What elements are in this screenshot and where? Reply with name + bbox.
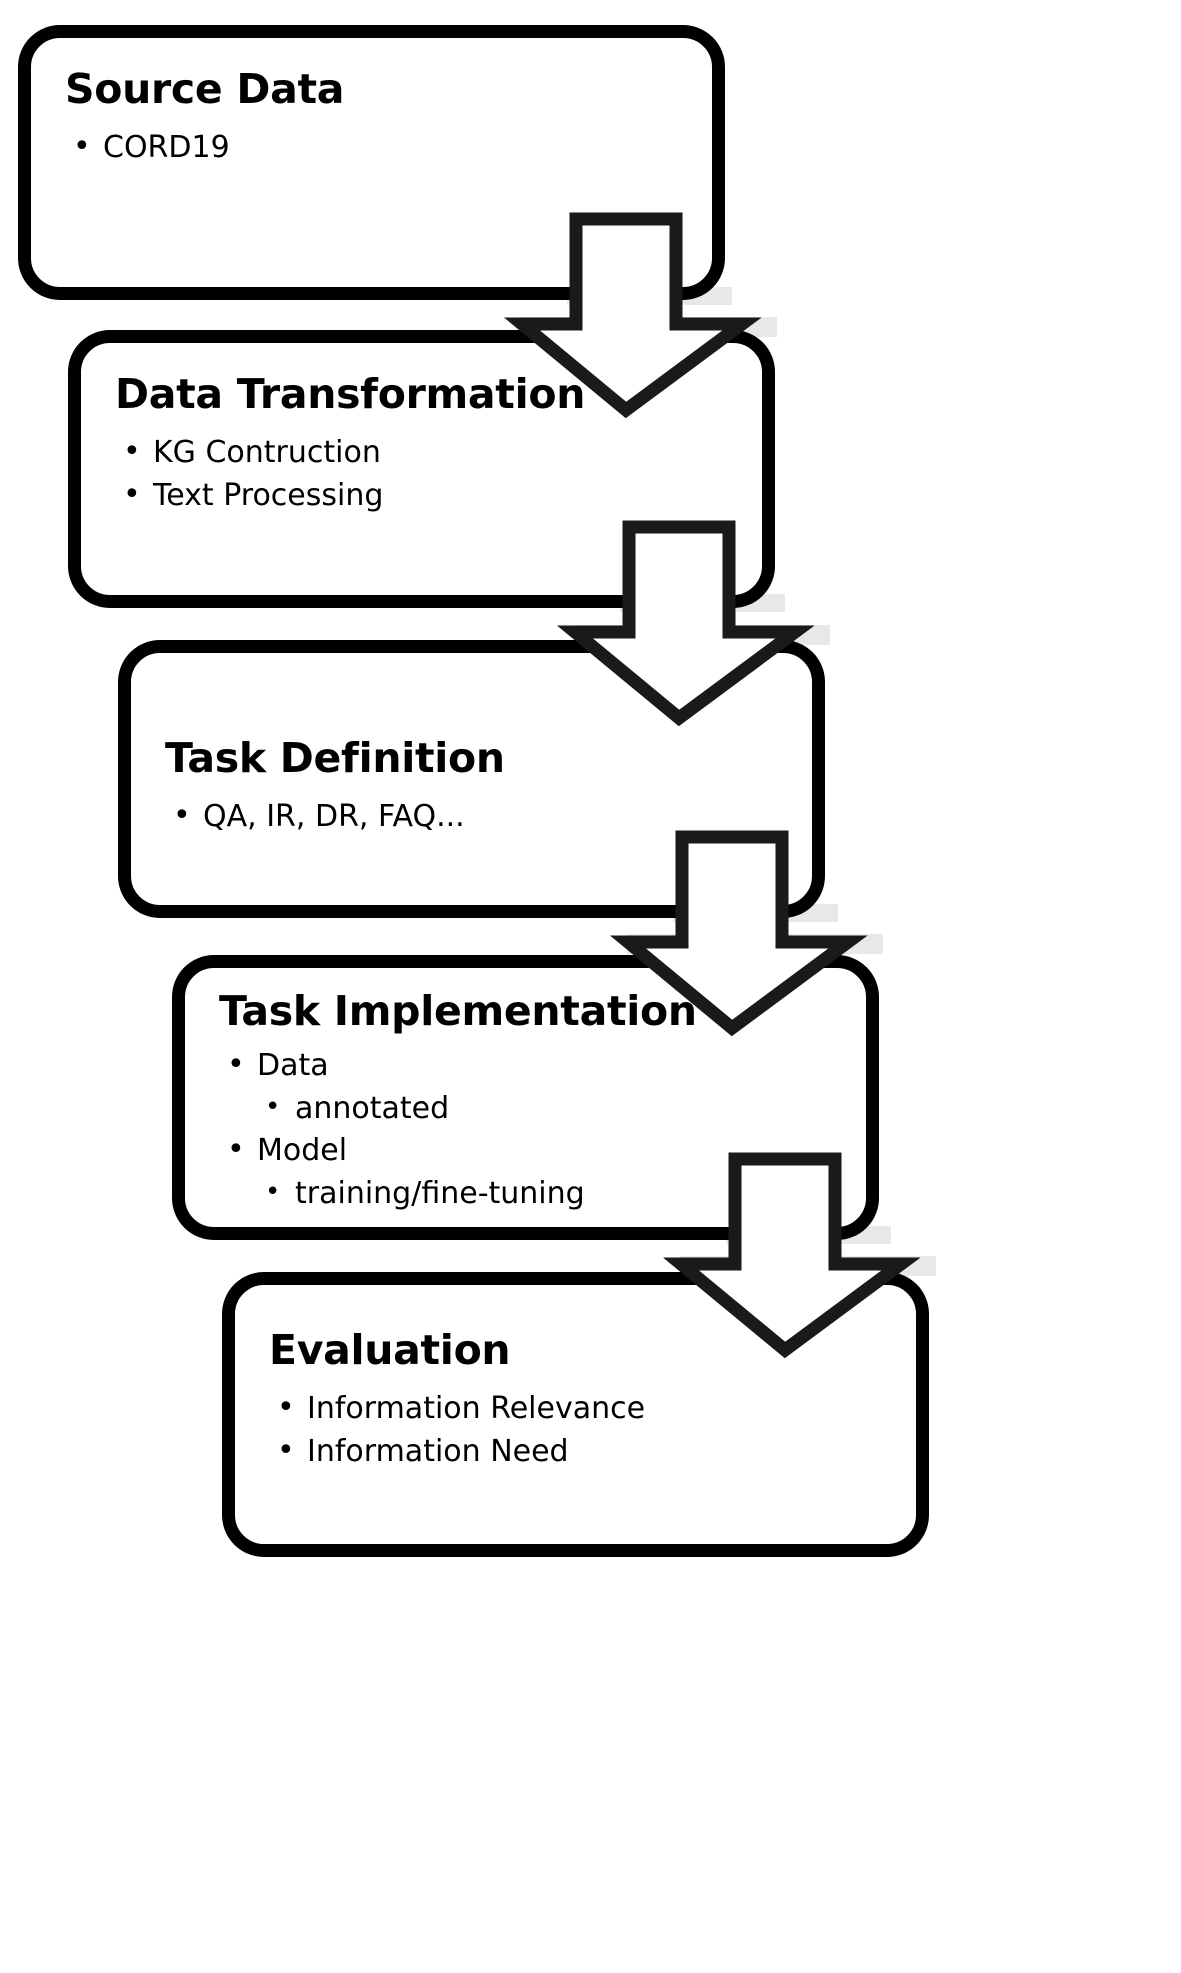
stage-content-source-data: Source Data CORD19 bbox=[31, 38, 712, 287]
bullet-item: Data bbox=[219, 1044, 832, 1088]
bullet-item: Information Need bbox=[269, 1430, 882, 1474]
stage-title-task-definition: Task Definition bbox=[165, 734, 505, 782]
stage-title-task-implementation: Task Implementation bbox=[219, 987, 697, 1035]
stage-title-source-data: Source Data bbox=[65, 65, 345, 113]
stage-content-task-definition: Task Definition QA, IR, DR, FAQ... bbox=[131, 653, 812, 905]
bullet-list-evaluation: Information Relevance Information Need bbox=[269, 1387, 882, 1474]
stage-content-task-implementation: Task Implementation Data annotated Model… bbox=[185, 968, 866, 1227]
bullet-item: CORD19 bbox=[65, 126, 678, 170]
stage-content-evaluation: Evaluation Information Relevance Informa… bbox=[235, 1285, 916, 1544]
bullet-list-data-transformation: KG Contruction Text Processing bbox=[115, 431, 728, 518]
bullet-item: Information Relevance bbox=[269, 1387, 882, 1431]
stage-box-data-transformation[interactable]: Data Transformation KG Contruction Text … bbox=[68, 330, 775, 608]
stage-title-data-transformation: Data Transformation bbox=[115, 370, 586, 418]
bullet-item: Model bbox=[219, 1129, 832, 1173]
arrow-overlap-band bbox=[627, 934, 883, 954]
stage-box-source-data[interactable]: Source Data CORD19 bbox=[18, 25, 725, 300]
stage-box-evaluation[interactable]: Evaluation Information Relevance Informa… bbox=[222, 1272, 929, 1557]
bullet-item: QA, IR, DR, FAQ... bbox=[165, 795, 778, 839]
stage-box-task-definition[interactable]: Task Definition QA, IR, DR, FAQ... bbox=[118, 640, 825, 918]
bullet-list-source-data: CORD19 bbox=[65, 126, 678, 170]
stage-box-task-implementation[interactable]: Task Implementation Data annotated Model… bbox=[172, 955, 879, 1240]
bullet-item-sub: training/fine-tuning bbox=[219, 1172, 832, 1216]
bullet-list-task-definition: QA, IR, DR, FAQ... bbox=[165, 795, 778, 839]
bullet-item-sub: annotated bbox=[219, 1087, 832, 1131]
bullet-item: KG Contruction bbox=[115, 431, 728, 475]
stage-title-evaluation: Evaluation bbox=[269, 1326, 511, 1374]
bullet-list-task-implementation: Data annotated Model training/fine-tunin… bbox=[219, 1044, 832, 1216]
bullet-item: Text Processing bbox=[115, 474, 728, 518]
stage-content-data-transformation: Data Transformation KG Contruction Text … bbox=[81, 343, 762, 595]
